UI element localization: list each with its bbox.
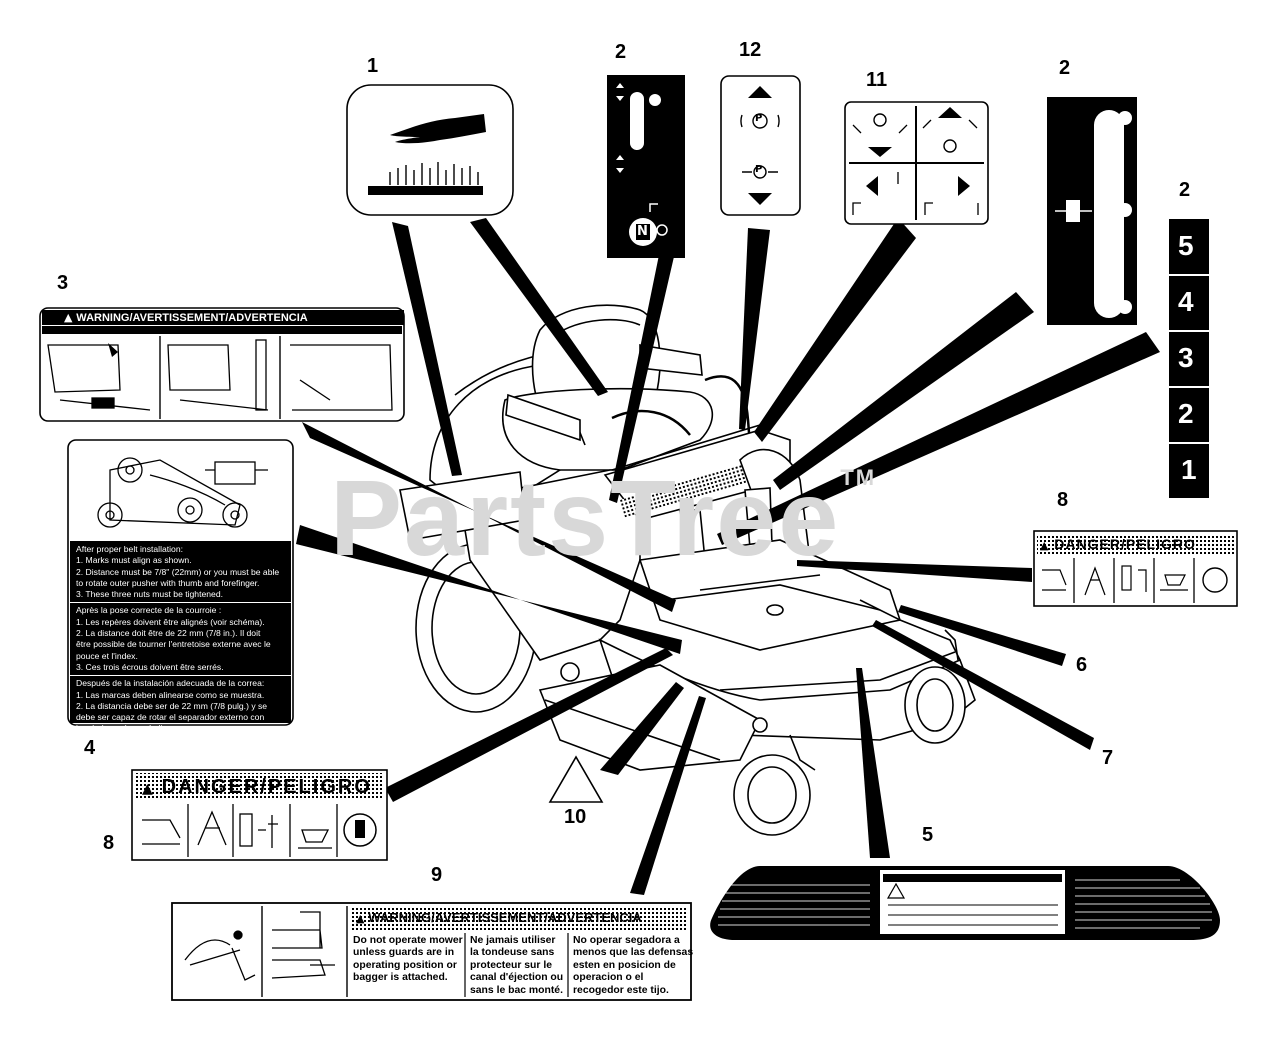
callout-2-throttle: 2 [615,41,627,63]
belt-instructions: After proper belt installation:1. Marks … [70,541,291,745]
decal-operator-instructions [710,866,1220,940]
callout-2-large: 2 [1059,57,1071,79]
leader-lines [296,218,1160,895]
decal-triangle [548,755,604,803]
neutral-letter: N [637,224,648,239]
warning-banner-9: ▲ WARNING/AVERTISSEMENT/ADVERTENCIA [356,910,642,925]
decal-throttle-large [1047,97,1137,325]
decal-danger-left [131,769,388,861]
callout-4: 4 [84,737,96,759]
decal-position-stack [1169,219,1209,498]
callout-5: 5 [922,824,934,846]
decal-danger-right [1033,530,1238,607]
callout-10: 10 [564,806,587,828]
callout-9: 9 [431,864,443,886]
stack-digit-1: 1 [1181,454,1197,485]
stack-digit-3: 3 [1178,342,1194,373]
park-letter-2: P [755,164,763,175]
stack-digit-5: 5 [1178,230,1194,261]
callout-8-right: 8 [1057,489,1069,511]
warning-banner-3: ▲ WARNING/AVERTISSEMENT/ADVERTENCIA [60,310,404,325]
decal-steering [844,101,989,225]
callout-3: 3 [57,272,69,294]
decal-hot-surface [346,84,514,216]
park-letter: P [755,113,763,124]
danger-banner-right: ▲ DANGER/PELIGRO [1040,536,1196,552]
callout-6: 6 [1076,654,1088,676]
callout-2-stack: 2 [1179,179,1191,201]
stack-digit-4: 4 [1178,286,1194,317]
callout-12: 12 [739,39,762,61]
danger-banner-left: ▲ DANGER/PELIGRO [142,776,372,798]
stack-digit-2: 2 [1178,398,1194,429]
callout-1: 1 [367,55,379,77]
callout-8-left: 8 [103,832,115,854]
callout-11: 11 [866,69,888,91]
decal-guards-warning [171,902,692,1001]
decal-throttle-small [607,75,685,258]
mower-illustration [399,304,976,836]
decal-park-brake [720,75,801,216]
callout-7: 7 [1102,747,1114,769]
watermark: PartsTreeTM [330,457,877,578]
